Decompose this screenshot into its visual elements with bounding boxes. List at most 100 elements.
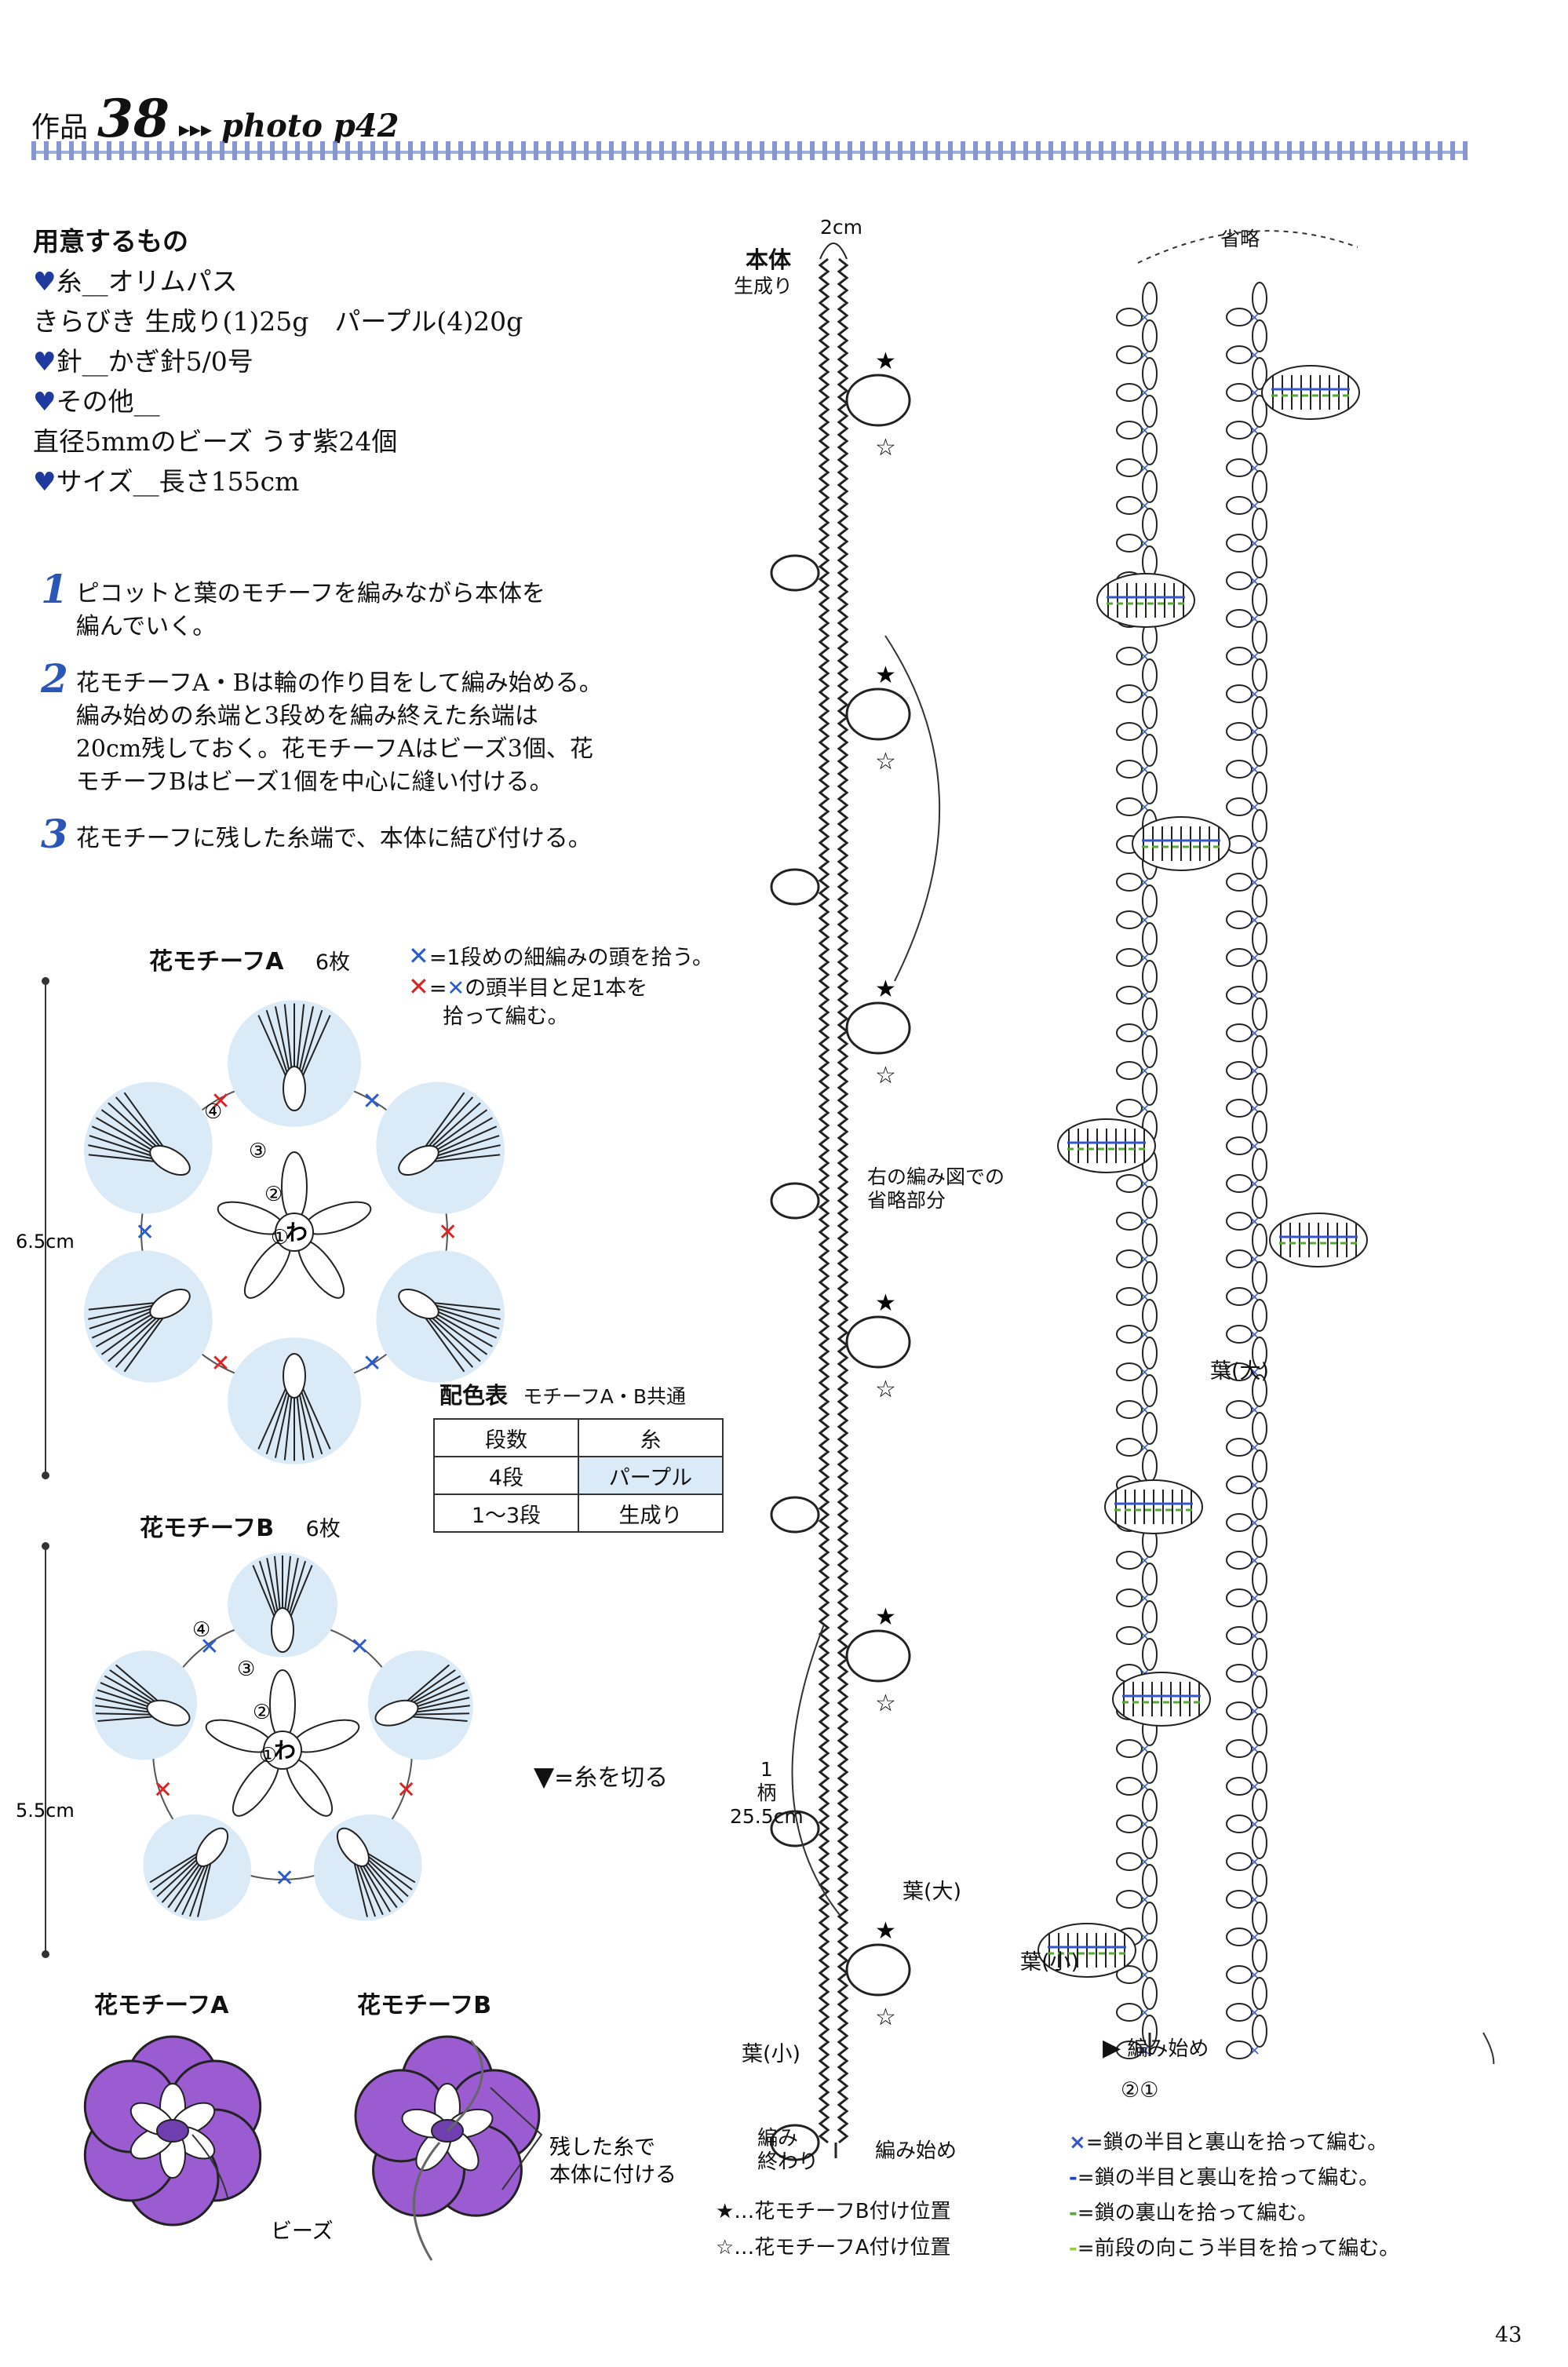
header-border [31, 141, 1468, 160]
right-leaf-small-label: 葉(小) [1020, 1950, 1080, 1975]
picot-loop [1116, 1852, 1143, 1871]
picot-loop [1226, 1965, 1253, 1984]
picot-loop [1116, 383, 1143, 402]
star-white-icon: ☆ [875, 434, 896, 461]
leaf-small [770, 554, 820, 592]
table-header: 段数 [433, 1418, 579, 1457]
chain-stitch [1142, 922, 1158, 955]
star-black-icon: ★ [875, 1289, 896, 1317]
inner-chain-loop [281, 1151, 308, 1222]
picot-loop [1116, 910, 1143, 929]
chain-stitch [1252, 1525, 1267, 1558]
picot-loop [1116, 2003, 1143, 2022]
legend-mark: - [1069, 2201, 1078, 2225]
other-label: その他__ [56, 386, 160, 417]
zigzag-edge-right [837, 257, 849, 2144]
omitted-arc [1137, 230, 1358, 264]
picot-loop [1226, 1400, 1253, 1419]
picot-loop [1226, 1588, 1253, 1607]
picot-loop [1226, 1212, 1253, 1231]
picot-loop [1226, 496, 1253, 515]
picot-loop [1116, 1249, 1143, 1268]
picot-loop [1226, 1475, 1253, 1494]
chain-stitch [1252, 1713, 1267, 1746]
picot-loop [1226, 1852, 1253, 1871]
motif-b-title: 花モチーフB 6枚 [140, 1515, 341, 1542]
legend-mark: × [1069, 2131, 1086, 2154]
round-number: ④ [192, 1618, 210, 1642]
picot-loop [1226, 1136, 1253, 1155]
chain-stitch [1252, 809, 1267, 842]
picot-loop [1116, 458, 1143, 477]
body-legend: ★…花モチーフB付け位置 ☆…花モチーフA付け位置 [716, 2200, 951, 2259]
star-black-icon: ★ [875, 1603, 896, 1631]
star-black-icon: ★ [875, 662, 896, 689]
picot-loop [1116, 496, 1143, 515]
chain-stitch [1142, 1902, 1158, 1935]
motif-b-count: 6枚 [305, 1517, 341, 1541]
color-table-title: 配色表 モチーフA・B共通 [439, 1382, 686, 1409]
picot-loop [1226, 647, 1253, 666]
motif-a-count: 6枚 [315, 950, 351, 975]
picot-loop [1226, 873, 1253, 892]
blue-cross-icon: ✕ [350, 1633, 370, 1661]
chain-stitch [1142, 1826, 1158, 1859]
blue-cross-icon: ✕ [363, 1350, 382, 1377]
picot-loop [1116, 722, 1143, 741]
chain-stitch [1142, 658, 1158, 691]
blue-cross-icon: ✕ [408, 941, 429, 971]
picot-loop [1226, 948, 1253, 967]
chain-stitch [1252, 734, 1267, 767]
step-3: 3 花モチーフに残した糸端で、本体に結び付ける。 [41, 811, 700, 857]
chain-loop [149, 1288, 191, 1320]
picot-loop [1116, 1965, 1143, 1984]
end-label: 編み 終わり [757, 2127, 819, 2174]
chain-stitch [1142, 734, 1158, 767]
picot-loop [1226, 1023, 1253, 1042]
size-label: サイズ__長さ155cm [56, 466, 300, 497]
step-number: 3 [41, 811, 68, 857]
picot-loop [1226, 1061, 1253, 1080]
picot-loop [1226, 1664, 1253, 1683]
materials-block: 用意するもの ♥糸__オリムパス きらびき 生成り(1)25g パープル(4)2… [33, 221, 523, 501]
chain-stitch [1142, 960, 1158, 993]
chain-stitch [1142, 508, 1158, 541]
chain-stitch [1252, 1864, 1267, 1897]
color-table: 段数糸 4段パープル 1〜3段生成り [433, 1418, 724, 1533]
picot-loop [1226, 1287, 1253, 1306]
legend-text: =鎖の裏山を拾って編む。 [1077, 2201, 1318, 2225]
picot-loop [1226, 1438, 1253, 1457]
chain-loop [374, 1699, 419, 1727]
picot-loop [1226, 1513, 1253, 1532]
picot-loop [1226, 2003, 1253, 2022]
chain-loop [283, 1353, 306, 1399]
picot-loop [1226, 684, 1253, 703]
leaf-large [845, 1001, 911, 1055]
leaf-large [845, 1629, 911, 1683]
legend-text: =鎖の半目と裏山を拾って編む。 [1077, 2166, 1380, 2190]
picot-loop [1116, 948, 1143, 967]
round-number: ① [259, 1744, 277, 1767]
chain-stitch [1252, 997, 1267, 1030]
turn-arrow [1482, 2032, 1495, 2064]
chain-stitch [1252, 2015, 1267, 2048]
step-2: 2 花モチーフA・Bは輪の作り目をして編み始める。 編み始めの糸端と3段めを編み… [41, 659, 700, 799]
legend-row: -=前段の向こう半目を拾って編む。 [1069, 2231, 1399, 2267]
body-color: 生成り [734, 275, 793, 297]
picot-loop [1116, 1814, 1143, 1833]
chain-stitch [1252, 1826, 1267, 1859]
chain-stitch [1252, 1412, 1267, 1445]
step-line: 編み始めの糸端と3段めを編み終えた糸端は [75, 702, 538, 730]
chain-loop [271, 1607, 294, 1653]
chain-stitch [1252, 1186, 1267, 1219]
chain-stitch [1252, 1299, 1267, 1332]
chain-stitch [1252, 960, 1267, 993]
picot-loop [1116, 986, 1143, 1005]
picot-loop [1226, 383, 1253, 402]
chain-stitch [1252, 319, 1267, 352]
chain-stitch [1252, 1035, 1267, 1068]
picot-loop [1226, 1890, 1253, 1909]
blue-cross-icon: ✕ [199, 1633, 219, 1661]
blue-cross-icon: × [1249, 2042, 1260, 2059]
